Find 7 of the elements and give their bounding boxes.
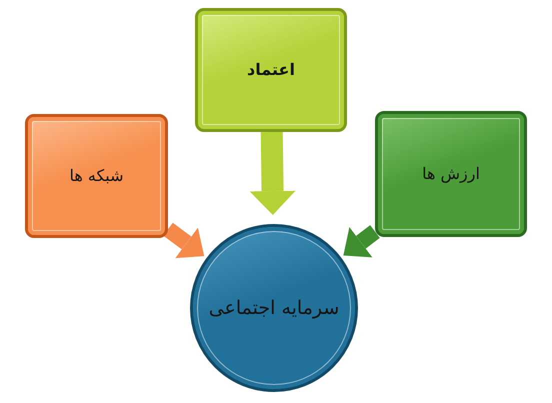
node-label: اعتماد: [247, 60, 295, 80]
node-label: شبکه ها: [69, 166, 124, 186]
rounded-box: [375, 111, 527, 237]
node-label: ارزش ها: [422, 164, 480, 184]
rounded-box: [25, 114, 168, 238]
rounded-box: [195, 8, 347, 132]
node-label: سرمایه اجتماعی: [208, 296, 340, 320]
